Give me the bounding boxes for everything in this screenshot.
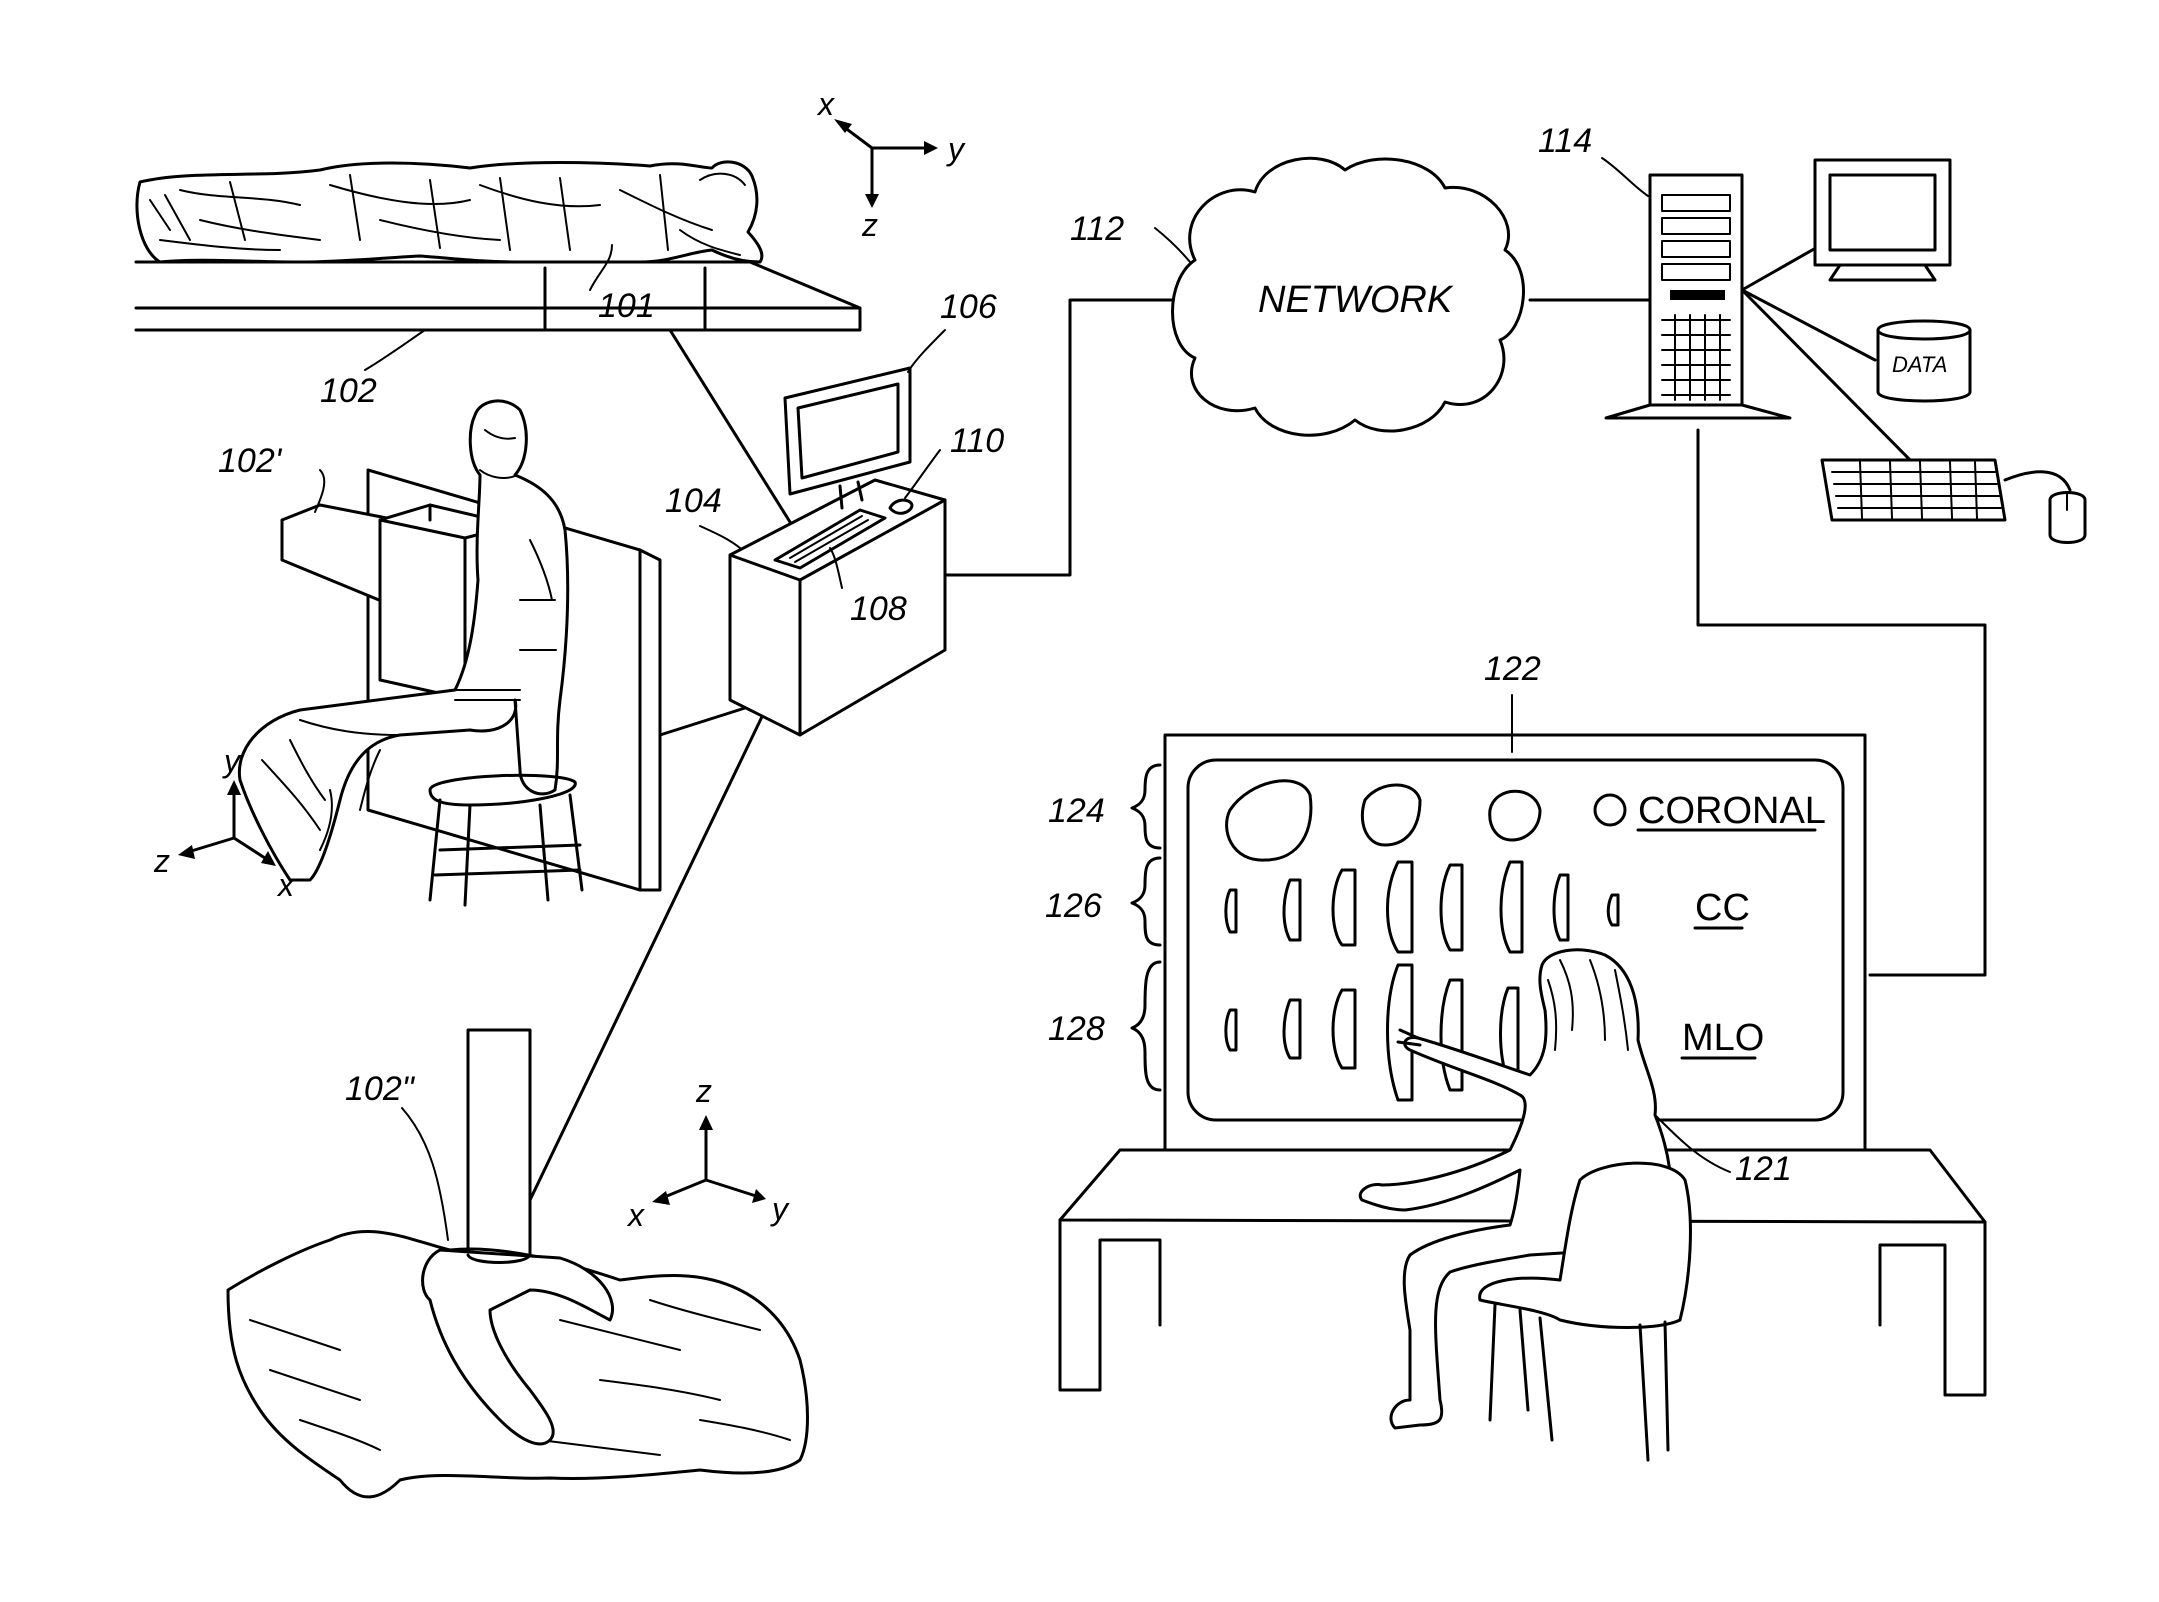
label-114: 114 (1538, 122, 1592, 160)
label-104: 104 (665, 482, 722, 520)
axis-top-x: x (816, 86, 835, 122)
label-106: 106 (940, 288, 997, 326)
bracket-128 (1132, 962, 1160, 1090)
label-102p: 102' (218, 442, 283, 480)
overhead-scanner-icon (468, 1030, 530, 1255)
label-101: 101 (598, 287, 655, 325)
row-label-cc: CC (1695, 887, 1750, 929)
leader-102pp (402, 1108, 448, 1240)
label-102pp: 102" (345, 1070, 416, 1108)
patient-table-icon (136, 262, 860, 330)
axis-gizmo-bottom: z x y (626, 1073, 790, 1233)
row-label-coronal: CORONAL (1638, 790, 1826, 832)
row-label-mlo: MLO (1682, 1017, 1764, 1059)
link-upright-to-workstation (660, 708, 745, 735)
axis-gizmo-top: x y z (816, 86, 966, 243)
server: 114 DATA (1538, 122, 2085, 543)
label-121: 121 (1735, 1150, 1792, 1188)
label-122: 122 (1484, 650, 1541, 688)
leader-106 (908, 330, 945, 372)
axis-bottom-x: x (626, 1197, 645, 1233)
label-110: 110 (950, 422, 1004, 460)
axis-top-y: y (946, 131, 966, 167)
axis-left-z: z (153, 843, 170, 879)
label-112: 112 (1070, 210, 1124, 248)
axis-top-z: z (861, 207, 878, 243)
axis-bottom-y: y (770, 1191, 790, 1227)
label-126: 126 (1045, 887, 1102, 925)
acquisition-workstation: 104 106 108 110 (665, 288, 1004, 735)
mouse-110-icon (890, 500, 912, 513)
leader-102 (365, 330, 425, 370)
label-108: 108 (850, 590, 907, 628)
network: NETWORK 112 (1070, 158, 1524, 435)
leader-104 (700, 526, 740, 548)
label-124: 124 (1048, 792, 1105, 830)
label-102: 102 (320, 372, 377, 410)
leader-114 (1602, 158, 1648, 196)
mouse-cable (2005, 472, 2070, 490)
review-station: CORONAL CC MLO 124 126 128 122 (1045, 650, 1985, 1460)
database-label: DATA (1892, 352, 1947, 377)
bracket-126 (1132, 858, 1160, 945)
upright-scanner: 102' (218, 401, 745, 905)
axis-left-x: x (276, 867, 295, 903)
bracket-124 (1132, 765, 1160, 848)
network-label: NETWORK (1258, 279, 1454, 321)
axis-left-y: y (222, 743, 242, 779)
leader-112 (1155, 228, 1190, 262)
label-128: 128 (1048, 1010, 1105, 1048)
axis-bottom-z: z (695, 1073, 712, 1109)
